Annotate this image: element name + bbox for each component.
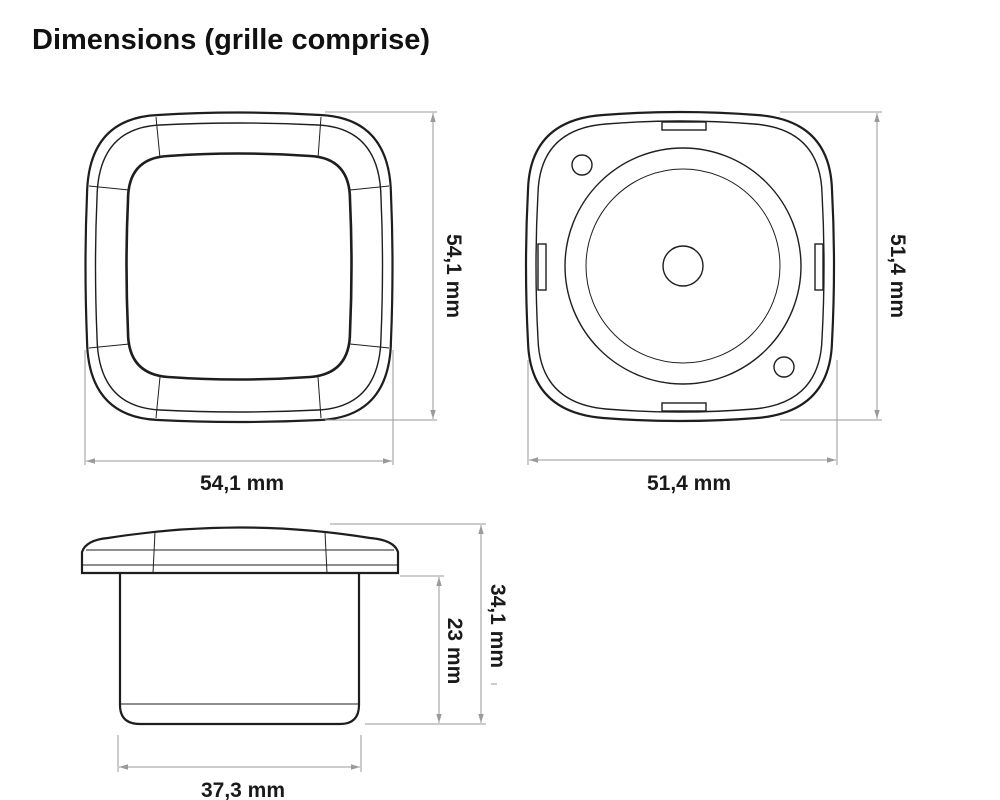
outer-ring (564, 147, 802, 385)
back-height-label: 51,4 mm (886, 234, 909, 318)
left-clip (537, 243, 547, 291)
cap-seam (324, 531, 328, 574)
front-inner-face (125, 152, 353, 381)
front-seam (88, 343, 130, 349)
front-seam (155, 116, 161, 159)
side-width-label: 37,3 mm (201, 779, 285, 800)
mounting-hole-top-left (571, 154, 593, 176)
bottom-clip (661, 402, 707, 412)
front-seam (317, 116, 322, 159)
side-body (118, 570, 361, 726)
mounting-hole-bottom-right (773, 356, 795, 378)
inner-ring (585, 168, 781, 364)
cap-seam (152, 531, 156, 574)
page-title: Dimensions (grille comprise) (32, 24, 431, 56)
back-view (524, 110, 882, 465)
side-body-height-label: 23 mm (443, 618, 466, 685)
front-width-label: 54,1 mm (200, 472, 284, 495)
front-seam (349, 185, 390, 191)
right-clip (814, 243, 824, 291)
front-seam (155, 376, 161, 419)
back-width-label: 51,4 mm (647, 472, 731, 495)
back-inner-rim (535, 120, 825, 413)
side-total-height-label: 34,1 mm (486, 584, 509, 668)
side-view (80, 523, 497, 772)
front-seam (317, 376, 322, 419)
top-clip (661, 121, 707, 131)
front-seam (88, 185, 130, 191)
front-outer-rim (94, 122, 384, 413)
front-view (84, 111, 437, 465)
back-outer-outline (524, 110, 836, 423)
front-seam (349, 343, 390, 349)
center-hub (662, 245, 704, 287)
front-height-label: 54,1 mm (442, 234, 465, 318)
